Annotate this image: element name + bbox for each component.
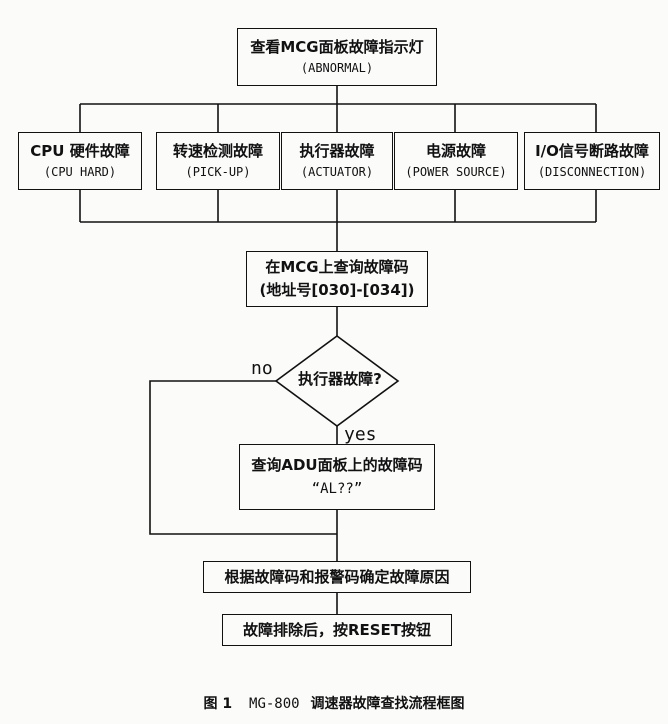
fault-cpu-subtitle: (CPU HARD): [43, 164, 117, 179]
fault-box-pickup: 转速检测故障 (PICK-UP): [156, 132, 280, 190]
check-mcg-indicator-title: 查看MCG面板故障指示灯: [250, 38, 424, 57]
figure-number: 图 1: [203, 696, 233, 712]
fault-box-cpu: CPU 硬件故障 (CPU HARD): [18, 132, 142, 190]
check-mcg-indicator-subtitle: (ABNORMAL): [300, 60, 374, 75]
query-adu-box: 查询ADU面板上的故障码 “AL??”: [239, 444, 435, 510]
fault-power-title: 电源故障: [425, 142, 486, 161]
determine-cause-box: 根据故障码和报警码确定故障原因: [203, 561, 471, 593]
fault-box-io: I/O信号断路故障 (DISCONNECTION): [524, 132, 660, 190]
decision-text: 执行器故障?: [298, 370, 382, 388]
query-adu-line1: 查询ADU面板上的故障码: [251, 455, 423, 474]
fault-cpu-title: CPU 硬件故障: [30, 142, 130, 161]
fault-box-power: 电源故障 (POWER SOURCE): [394, 132, 518, 190]
figure-caption: 图 1 MG-800 调速器故障查找流程框图: [0, 693, 668, 713]
check-mcg-indicator-box: 查看MCG面板故障指示灯 (ABNORMAL): [237, 28, 437, 86]
determine-cause-text: 根据故障码和报警码确定故障原因: [224, 567, 450, 586]
figure-title: 调速器故障查找流程框图: [310, 696, 465, 712]
fault-pickup-subtitle: (PICK-UP): [185, 164, 251, 179]
decision-no-label: no: [251, 358, 273, 379]
reset-box: 故障排除后，按RESET按钮: [222, 614, 452, 646]
fault-actuator-subtitle: (ACTUATOR): [300, 164, 374, 179]
fault-power-subtitle: (POWER SOURCE): [405, 164, 507, 179]
fault-io-subtitle: (DISCONNECTION): [537, 164, 647, 179]
query-mcg-box: 在MCG上查询故障码 (地址号[030]-[034]): [246, 251, 428, 307]
query-adu-line2: “AL??”: [311, 480, 363, 497]
query-mcg-line2: (地址号[030]-[034]): [259, 281, 415, 299]
query-mcg-line1: 在MCG上查询故障码: [265, 258, 409, 277]
fault-pickup-title: 转速检测故障: [172, 142, 263, 161]
fault-io-title: I/O信号断路故障: [535, 142, 649, 161]
fault-box-actuator: 执行器故障 (ACTUATOR): [281, 132, 393, 190]
decision-yes-label: yes: [344, 424, 377, 445]
fault-actuator-title: 执行器故障: [299, 142, 375, 161]
reset-text: 故障排除后，按RESET按钮: [242, 620, 432, 639]
figure-model: MG-800: [249, 696, 300, 712]
